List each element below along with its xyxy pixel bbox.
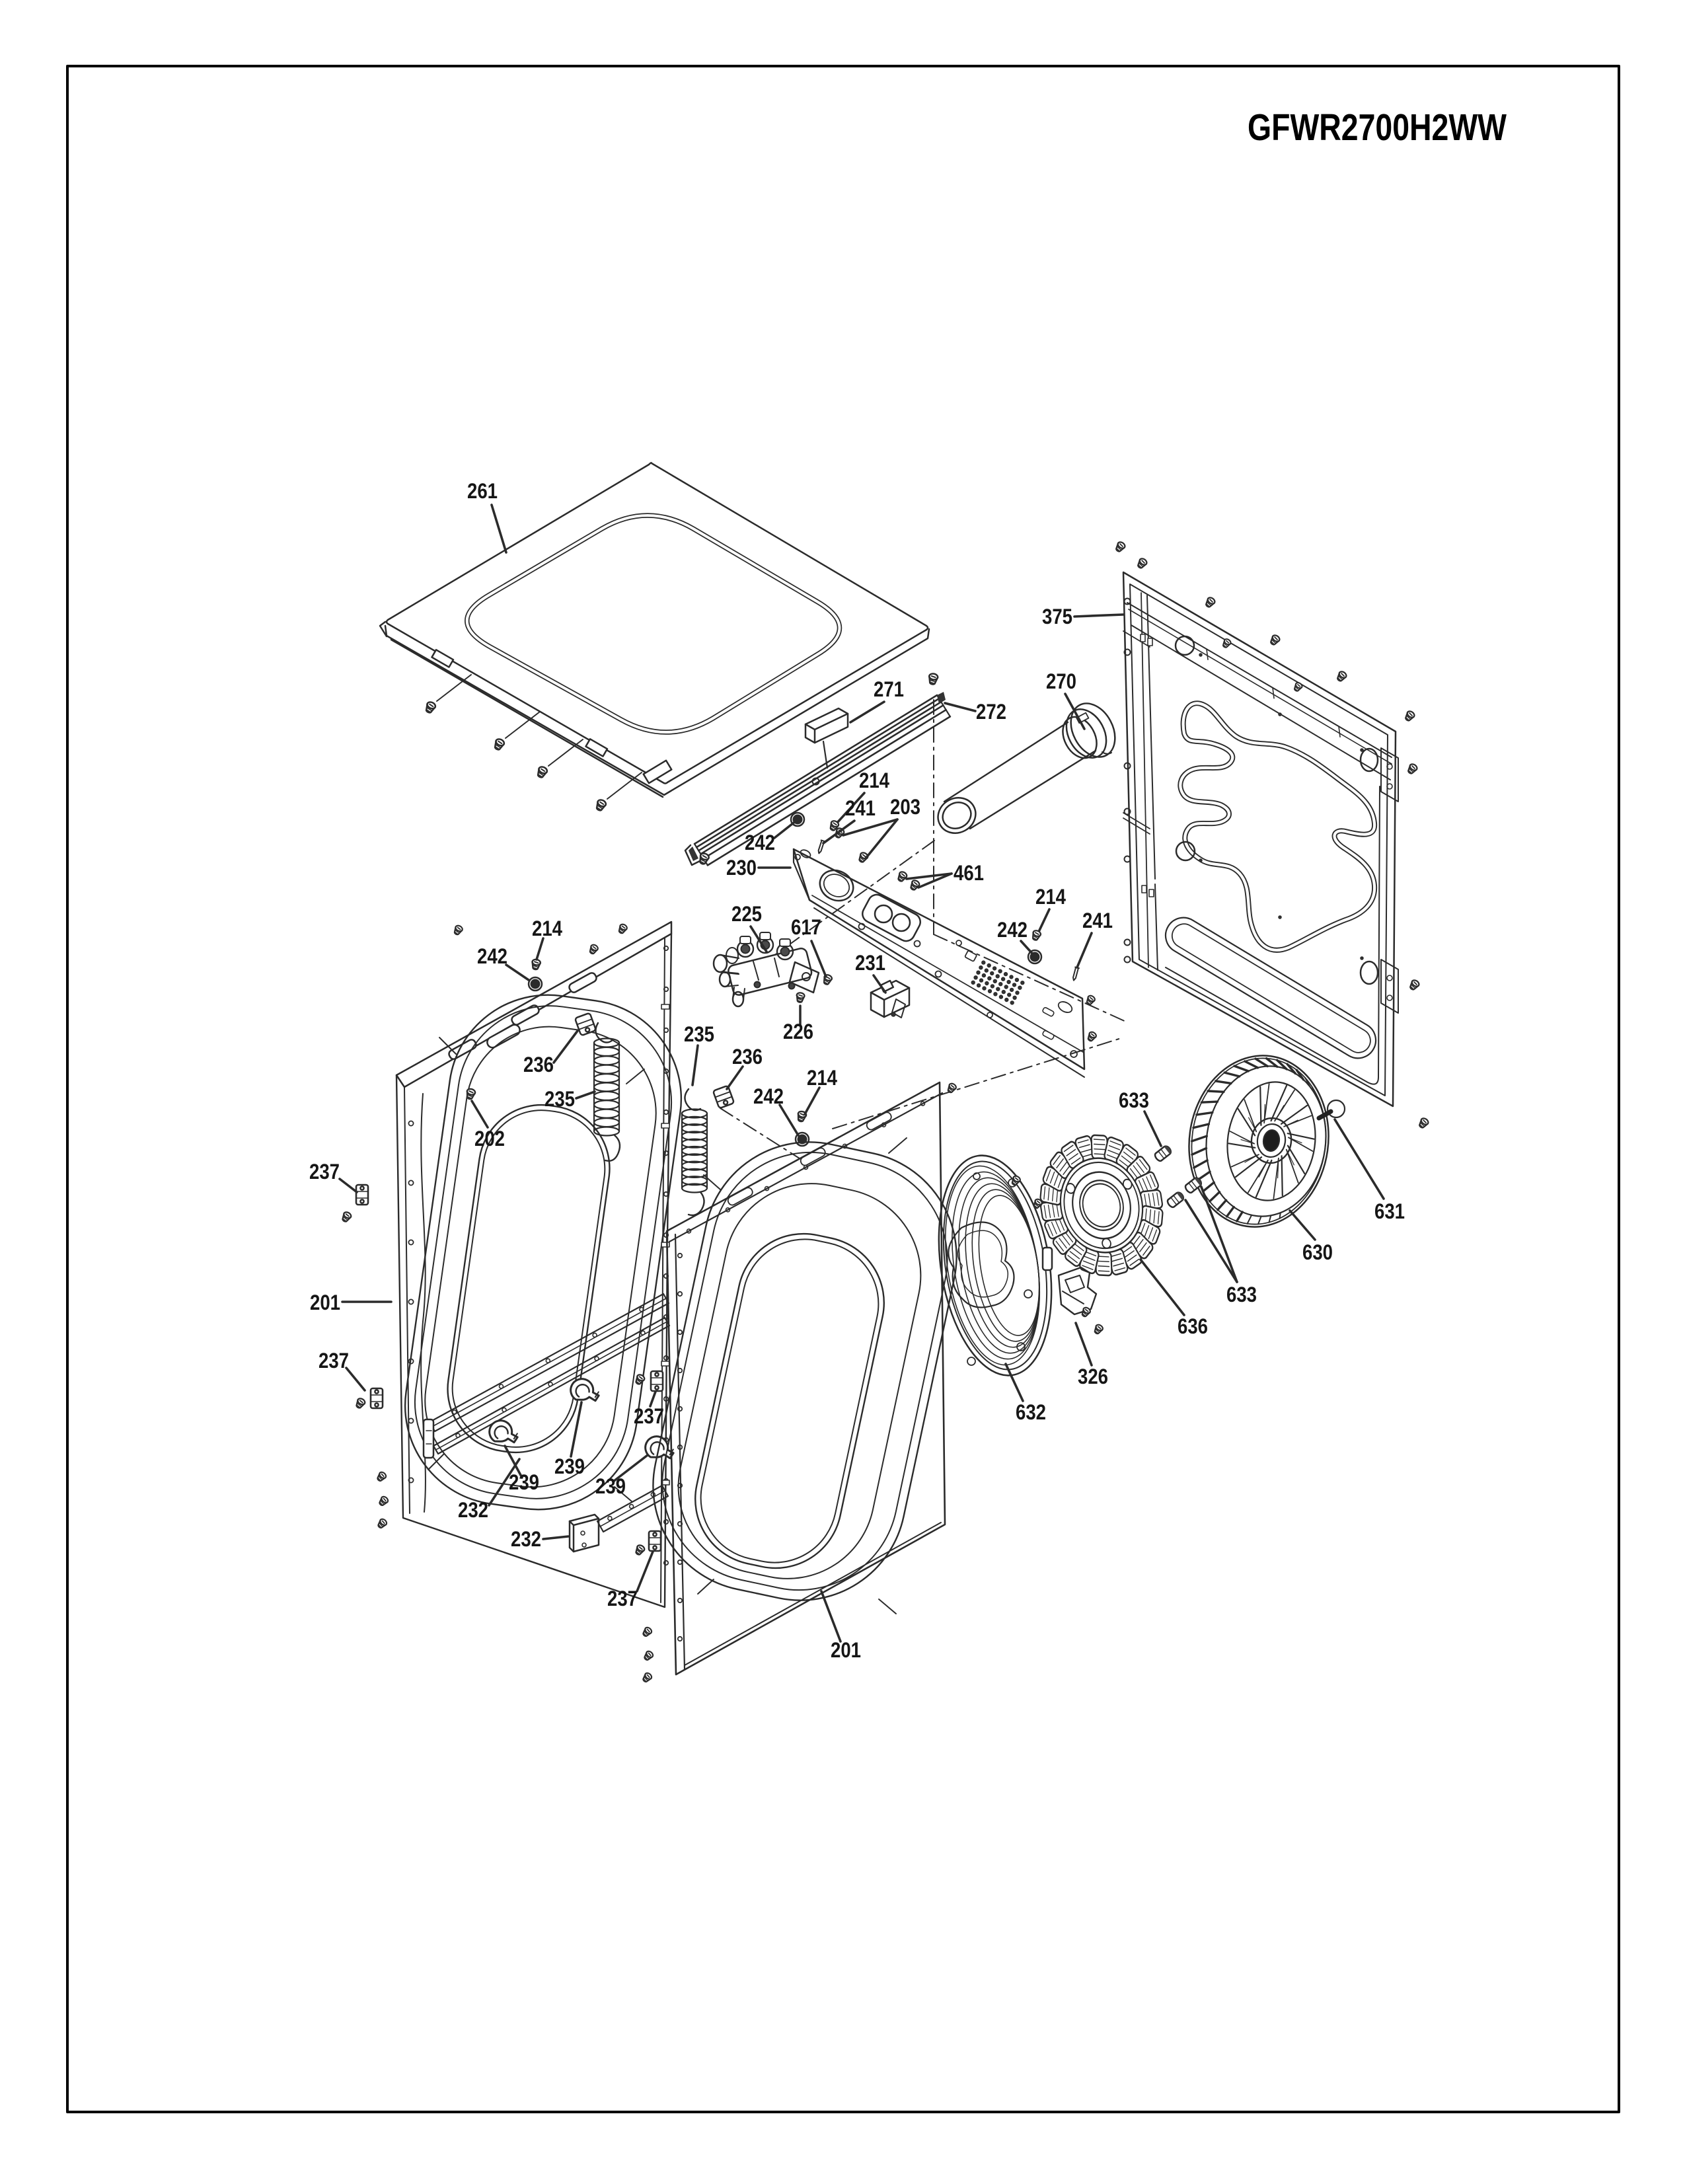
svg-text:226: 226	[783, 1020, 813, 1043]
svg-text:225: 225	[731, 902, 762, 926]
svg-text:631: 631	[1374, 1199, 1405, 1223]
svg-text:633: 633	[1119, 1088, 1149, 1112]
svg-text:214: 214	[859, 769, 889, 792]
svg-text:242: 242	[997, 918, 1028, 942]
svg-text:201: 201	[831, 1638, 861, 1662]
svg-text:GFWR2700H2WW: GFWR2700H2WW	[1248, 106, 1507, 149]
svg-text:236: 236	[732, 1045, 763, 1069]
svg-text:214: 214	[1035, 885, 1066, 909]
svg-text:214: 214	[532, 917, 562, 940]
svg-text:230: 230	[726, 856, 757, 880]
svg-text:630: 630	[1302, 1240, 1333, 1264]
svg-text:326: 326	[1078, 1365, 1108, 1388]
svg-text:237: 237	[309, 1160, 340, 1184]
svg-text:239: 239	[509, 1470, 539, 1494]
svg-text:237: 237	[607, 1587, 638, 1610]
svg-text:375: 375	[1042, 605, 1072, 628]
svg-text:271: 271	[874, 677, 904, 701]
svg-text:272: 272	[976, 700, 1006, 724]
svg-text:239: 239	[595, 1474, 626, 1498]
svg-text:239: 239	[554, 1454, 585, 1478]
svg-text:241: 241	[1082, 909, 1113, 932]
svg-text:232: 232	[511, 1527, 541, 1551]
svg-text:461: 461	[954, 861, 984, 885]
svg-text:241: 241	[845, 796, 876, 820]
svg-text:203: 203	[890, 795, 920, 819]
svg-text:636: 636	[1178, 1314, 1208, 1338]
svg-text:242: 242	[477, 944, 507, 968]
svg-text:235: 235	[684, 1022, 714, 1046]
svg-text:242: 242	[745, 831, 775, 854]
svg-text:202: 202	[474, 1127, 505, 1150]
svg-text:242: 242	[753, 1084, 784, 1108]
svg-text:237: 237	[318, 1349, 349, 1373]
svg-text:237: 237	[634, 1404, 664, 1428]
svg-text:232: 232	[458, 1498, 488, 1522]
svg-text:214: 214	[807, 1066, 837, 1090]
svg-text:236: 236	[523, 1053, 554, 1076]
svg-text:270: 270	[1046, 669, 1076, 693]
svg-text:235: 235	[544, 1087, 575, 1111]
svg-text:231: 231	[855, 951, 885, 975]
svg-text:617: 617	[791, 915, 821, 939]
svg-text:632: 632	[1016, 1400, 1046, 1424]
svg-text:201: 201	[310, 1291, 340, 1314]
svg-text:633: 633	[1226, 1283, 1257, 1306]
svg-text:261: 261	[467, 479, 498, 503]
